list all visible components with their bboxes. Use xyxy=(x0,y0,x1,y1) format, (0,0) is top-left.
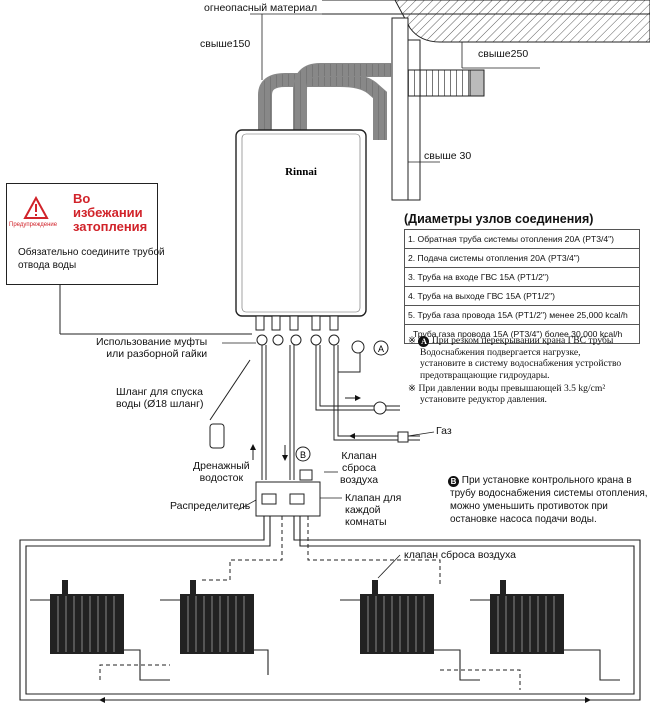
drain-outlet xyxy=(209,423,225,449)
wall xyxy=(391,17,421,201)
pipework xyxy=(59,270,420,480)
note-b: B При установке контрольного крана в тру… xyxy=(448,475,648,525)
spec-row: Труба газа провода 15А (PT3/4") более 30… xyxy=(404,324,640,344)
connection-fittings xyxy=(255,315,340,346)
warning-triangle-icon xyxy=(23,196,49,219)
distributor-manifold xyxy=(255,469,321,517)
label-above150: свыше150 xyxy=(200,38,251,50)
flue-duct xyxy=(258,63,485,140)
label-distributor: Распределитель xyxy=(170,500,251,512)
marker-a: A xyxy=(373,340,389,356)
warning-label: Предупреждение xyxy=(9,222,58,228)
label-fireproof: огнеопасный материал xyxy=(204,2,318,14)
spec-row: 3. Труба на входе ГВС 15А (PT1/2") xyxy=(404,267,640,287)
radiator-4 xyxy=(490,594,564,654)
boiler-unit: Rinnai xyxy=(235,129,367,317)
spec-row: 5. Труба газа провода 15А (PT1/2") менее… xyxy=(404,305,640,325)
label-air-release: клапан сброса воздуха xyxy=(404,549,516,561)
spec-row: 4. Труба на выходе ГВС 15А (PT1/2") xyxy=(404,286,640,306)
note-pressure: ※ При давлении воды превышающей 3.5 kg/c… xyxy=(408,383,606,406)
spec-row: 1. Обратная труба системы отопления 20А … xyxy=(404,229,640,249)
gas-valve xyxy=(351,340,409,443)
return-loop xyxy=(99,516,521,690)
marker-b: B xyxy=(295,446,311,462)
label-above30: свыше 30 xyxy=(424,150,472,162)
ceiling xyxy=(322,0,650,43)
note-a: ※ A При резком перекрывании крана ГВС тр… xyxy=(408,335,622,381)
radiator-2 xyxy=(180,594,254,654)
radiator-3 xyxy=(360,594,434,654)
spec-table: 1. Обратная труба системы отопления 20А … xyxy=(404,229,640,344)
flow-arrows xyxy=(99,395,591,703)
spec-title: (Диаметры узлов соединения) xyxy=(404,212,594,226)
label-gas: Газ xyxy=(436,425,452,437)
heating-loop xyxy=(19,516,641,701)
air-vents xyxy=(62,580,506,594)
radiator-1 xyxy=(50,594,124,654)
spec-row: 2. Подача системы отопления 20А (PT3/4") xyxy=(404,248,640,268)
brand-logo: Rinnai xyxy=(285,166,317,178)
dimension-lines xyxy=(250,13,540,170)
svg-text:B: B xyxy=(300,450,306,460)
label-above250: свыше250 xyxy=(478,48,529,60)
svg-text:A: A xyxy=(378,344,384,354)
leader-lines xyxy=(222,342,435,579)
